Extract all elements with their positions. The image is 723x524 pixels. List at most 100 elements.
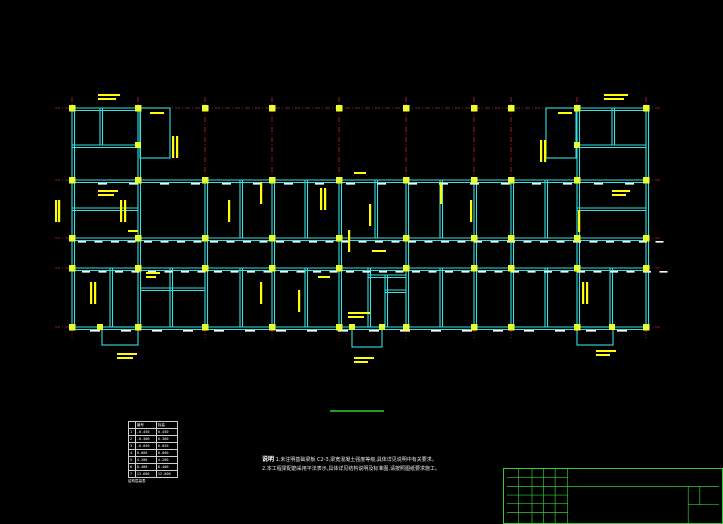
- dimension-tag: [622, 241, 631, 243]
- dimension-tag: [263, 271, 272, 273]
- column: [336, 177, 343, 184]
- legend-row: 4 0.000 0.000: [128, 449, 179, 457]
- dimension-tag: [527, 271, 536, 273]
- dimension-tag: [540, 241, 548, 243]
- column: [403, 105, 410, 112]
- dimension-tag: [144, 241, 152, 243]
- column: [349, 324, 355, 330]
- legend-header-cell: [128, 421, 136, 429]
- dimension-tag: [210, 241, 218, 243]
- title-block: [503, 468, 723, 524]
- column: [508, 265, 515, 272]
- dimension-tag: [610, 271, 618, 273]
- annotation-mark: [117, 357, 133, 359]
- annotation-mark: [260, 282, 263, 304]
- dimension-tag: [160, 183, 169, 185]
- annotation-mark: [596, 350, 616, 352]
- legend-row: 5 4.200 4.200: [128, 456, 179, 464]
- dimension-tag: [507, 241, 515, 243]
- annotation-mark: [98, 98, 116, 100]
- legend-row: 3 -0.050 0.050: [128, 442, 179, 450]
- column: [202, 177, 209, 184]
- notes-line-2: 2.本工程梁配筋采用平法表示,具体详见结构说明及标准图,请按照图纸要求施工。: [262, 466, 440, 472]
- column: [135, 324, 142, 331]
- annotation-mark: [470, 200, 473, 222]
- column: [202, 265, 209, 272]
- yellow-annotations: [55, 94, 630, 363]
- dimension-tag: [441, 241, 449, 243]
- dimension-tag: [501, 183, 510, 185]
- annotation-mark: [120, 200, 123, 222]
- legend-cell: 4.200: [155, 456, 179, 464]
- legend-header-row: 编号 标高: [128, 421, 179, 429]
- dimension-tag: [408, 183, 417, 185]
- dimension-tag: [148, 271, 156, 273]
- dimension-tag: [577, 271, 585, 273]
- wall-beam-lines: [71, 107, 650, 348]
- dimension-tag: [226, 241, 235, 243]
- column: [643, 265, 650, 272]
- column: [336, 265, 343, 272]
- dimension-tag: [247, 271, 255, 273]
- legend-cell: -0.450: [134, 428, 157, 436]
- legend-cell: 6: [128, 463, 136, 471]
- legend-footer: 结构层高表: [128, 479, 146, 483]
- dimension-tag: [191, 183, 200, 185]
- dimension-tag: [369, 330, 379, 332]
- annotation-mark: [354, 172, 366, 174]
- column: [574, 265, 581, 272]
- dimension-tag: [655, 241, 664, 243]
- dimension-tag: [160, 241, 169, 243]
- dimension-tag: [563, 183, 572, 185]
- notes-title: 说明: [262, 456, 275, 463]
- legend-cell: 7: [128, 470, 136, 478]
- column: [643, 105, 650, 112]
- stair-bay: [139, 107, 171, 159]
- column: [269, 177, 276, 184]
- dimension-tag: [494, 271, 503, 273]
- column: [403, 235, 410, 242]
- dimension-tag: [478, 271, 486, 273]
- column: [269, 265, 276, 272]
- dimension-tag: [152, 330, 162, 332]
- dimension-tag: [594, 183, 603, 185]
- column: [69, 265, 76, 272]
- legend-cell: 3: [128, 442, 136, 450]
- legend-cell: 5: [128, 456, 136, 464]
- dimension-tag: [253, 183, 262, 185]
- dimension-tag: [193, 241, 202, 243]
- dimension-tag: [230, 271, 239, 273]
- dimension-tag: [183, 330, 193, 332]
- stair-bay: [351, 326, 383, 348]
- dimension-tag: [276, 241, 284, 243]
- column: [135, 235, 142, 242]
- column: [508, 177, 515, 184]
- dimension-tag: [470, 183, 479, 185]
- column: [69, 177, 76, 184]
- dimension-tag: [593, 271, 602, 273]
- column: [269, 105, 276, 112]
- stair-bay: [576, 326, 614, 346]
- dimension-tag: [626, 271, 635, 273]
- dimension-tag: [346, 271, 354, 273]
- column: [379, 324, 385, 330]
- dimension-tag: [313, 271, 321, 273]
- dimension-tag: [284, 183, 293, 185]
- dimension-tag: [214, 330, 224, 332]
- column: [202, 105, 209, 112]
- dimension-tag: [428, 271, 437, 273]
- level-legend: 编号 标高 1 -0.450 0.450 2 -0.300 0.300 3 -0…: [128, 421, 179, 484]
- annotation-mark: [372, 250, 386, 252]
- dimension-tag: [362, 271, 371, 273]
- column: [69, 324, 76, 331]
- column: [69, 235, 76, 242]
- stair-bay: [545, 107, 577, 159]
- dimension-tag: [462, 330, 472, 332]
- annotation-mark: [324, 188, 327, 210]
- annotation-mark: [124, 200, 127, 222]
- column: [574, 324, 581, 331]
- legend-cell: 0.000: [155, 449, 179, 457]
- annotation-mark: [228, 200, 231, 222]
- annotation-mark: [98, 94, 120, 96]
- column: [643, 324, 650, 331]
